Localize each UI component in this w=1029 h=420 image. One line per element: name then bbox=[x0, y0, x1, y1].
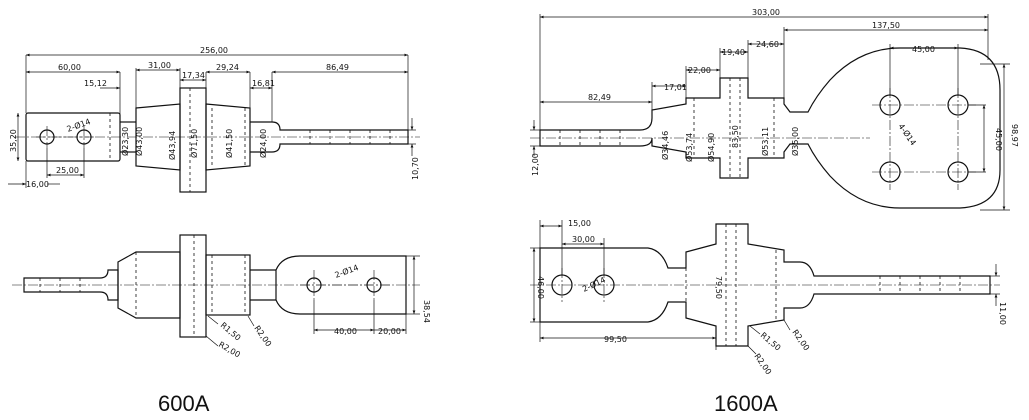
holes-2-r: 2-Ø14 bbox=[581, 274, 607, 293]
dim-31: 31,00 bbox=[148, 61, 171, 70]
dim-40: 40,00 bbox=[334, 327, 357, 336]
dim-9950: 99,50 bbox=[604, 335, 627, 344]
dim-13750: 137,50 bbox=[872, 21, 900, 30]
lug-1600a-top-view: 303,00 137,50 24,60 19,40 22,00 17,01 82… bbox=[530, 8, 1019, 211]
dim-1940: 19,40 bbox=[722, 48, 745, 57]
lug-600a-top-view: 256,00 60,00 15,12 31,00 17,34 29,24 16,… bbox=[8, 46, 420, 193]
dia-4394: Ø43,94 bbox=[167, 131, 177, 160]
dim-7950: 79,50 bbox=[714, 276, 723, 299]
radius-200b: R2,00 bbox=[217, 340, 242, 359]
lug-1600a-bottom-view: 15,00 30,00 46,00 2-Ø14 79,50 99,50 R1,5… bbox=[530, 219, 1007, 376]
dia-2330: Ø23,30 bbox=[120, 127, 130, 156]
dia-7150: Ø71,50 bbox=[189, 129, 199, 158]
dim-30: 30,00 bbox=[572, 235, 595, 244]
dim-8249: 82,49 bbox=[588, 93, 611, 102]
dia-5490: Ø54,90 bbox=[706, 133, 716, 162]
caption-1600a: 1600A bbox=[714, 391, 778, 416]
dim-1681: 16,81 bbox=[252, 79, 275, 88]
dim-2924: 29,24 bbox=[216, 63, 239, 72]
radius-200b-r: R2,00 bbox=[752, 352, 773, 376]
dim-46: 46,00 bbox=[536, 276, 545, 299]
dim-total: 256,00 bbox=[200, 46, 228, 55]
dim-20: 20,00 bbox=[378, 327, 401, 336]
dim-45: 45,00 bbox=[912, 45, 935, 54]
dim-25: 25,00 bbox=[56, 166, 79, 175]
dia-2400: Ø24,00 bbox=[258, 129, 268, 158]
dia-3500: Ø35,00 bbox=[790, 127, 800, 156]
dim-12: 12,00 bbox=[531, 153, 540, 176]
dim-22: 22,00 bbox=[688, 66, 711, 75]
holes-label-b: 2-Ø14 bbox=[333, 262, 359, 280]
radius-200a-r: R2,00 bbox=[790, 328, 811, 352]
dia-3446: Ø34,46 bbox=[660, 131, 670, 160]
dim-15: 15,12 bbox=[84, 79, 107, 88]
dia-5311: Ø53,11 bbox=[760, 127, 770, 156]
holes-4: 4-Ø14 bbox=[896, 121, 918, 147]
radius-200a: R2,00 bbox=[252, 324, 273, 348]
radius-150-r: R1,50 bbox=[759, 331, 783, 353]
dim-1701: 17,01 bbox=[664, 83, 687, 92]
dim-1734: 17,34 bbox=[182, 71, 205, 80]
dim-60: 60,00 bbox=[58, 63, 81, 72]
dim-8649: 86,49 bbox=[326, 63, 349, 72]
dia-4300: Ø43,00 bbox=[134, 127, 144, 156]
dim-11: 11,00 bbox=[998, 302, 1007, 325]
dim-45v: 45,00 bbox=[994, 128, 1003, 151]
dim-1070: 10,70 bbox=[411, 157, 420, 180]
dia-5374: Ø53,74 bbox=[684, 133, 694, 162]
dia-4150: Ø41,50 bbox=[224, 129, 234, 158]
dim-15-r: 15,00 bbox=[568, 219, 591, 228]
dim-303: 303,00 bbox=[752, 8, 780, 17]
dim-2460: 24,60 bbox=[756, 40, 779, 49]
lug-600a-bottom-view: 2-Ø14 38,54 40,00 20,00 R1,50 R2,00 R2,0… bbox=[12, 234, 431, 359]
dim-8350: 83,50 bbox=[731, 125, 740, 148]
dim-3520: 35,20 bbox=[9, 129, 18, 152]
dim-16: 16,00 bbox=[26, 180, 49, 189]
dim-3854: 38,54 bbox=[422, 300, 431, 323]
dim-9897: 98,97 bbox=[1010, 124, 1019, 147]
caption-600a: 600A bbox=[158, 391, 210, 416]
